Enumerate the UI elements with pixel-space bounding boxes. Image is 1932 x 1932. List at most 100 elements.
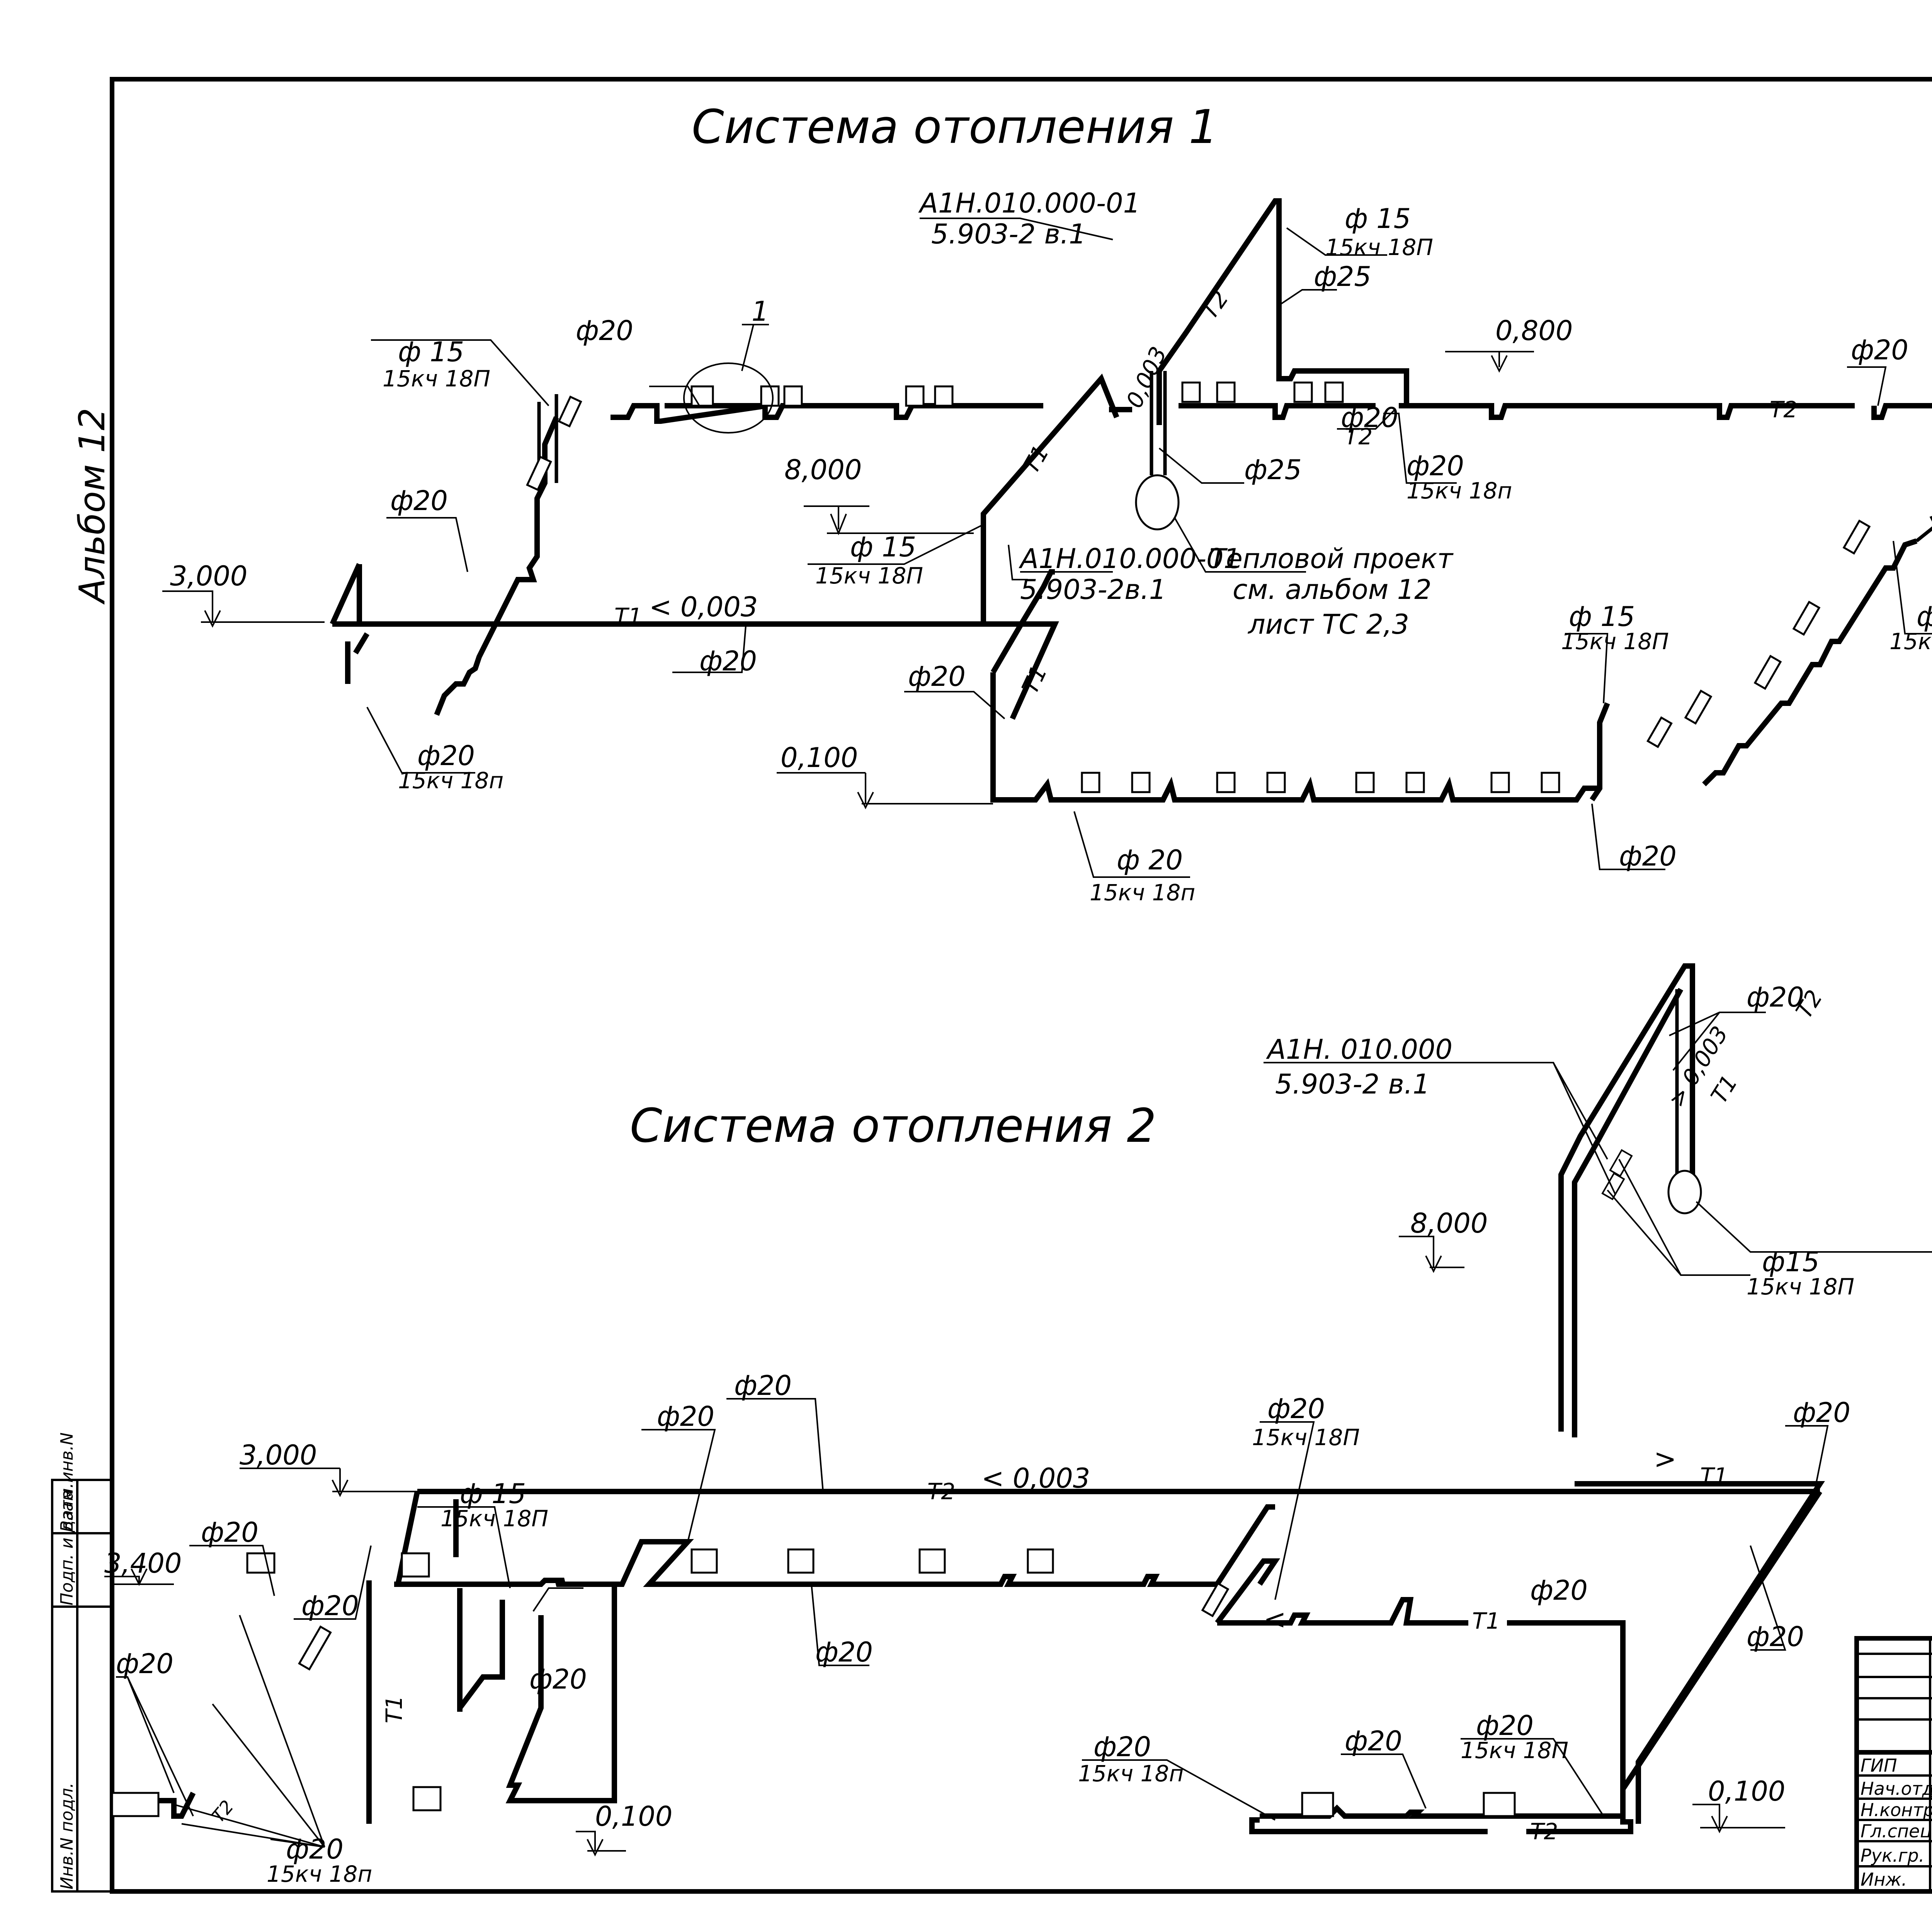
s2-label-d15-left-sub: 15кч 18П xyxy=(440,1505,548,1532)
s2-label-d15: ф15 xyxy=(1762,1246,1820,1278)
s2-label-arrow-right: > xyxy=(1654,1443,1677,1475)
s1-heat-point-riser xyxy=(1150,371,1167,475)
s1-upper-radiators xyxy=(690,381,1344,407)
s2-label-t1-lower: Т1 xyxy=(1472,1608,1500,1634)
s1-detail-callout-circle xyxy=(683,362,774,434)
s2-label-t1-right: Т1 xyxy=(1700,1463,1728,1489)
radiator xyxy=(1181,381,1201,403)
s2-label-d20-riser: ф20 xyxy=(1747,981,1804,1013)
s2-label-d20-top: ф20 xyxy=(734,1370,792,1401)
s1-label-d20-bottom-right: ф20 xyxy=(1619,840,1677,872)
elevation-mark xyxy=(1445,351,1534,373)
s2-leaders xyxy=(104,1012,1932,1857)
radiator xyxy=(1216,772,1236,793)
radiator xyxy=(1266,772,1286,793)
role-label: Н.контр. xyxy=(1861,1799,1932,1820)
s1-label-d25-mid: ф25 xyxy=(1244,454,1302,486)
leader xyxy=(904,691,1005,719)
s1-label-elev-0100-bottom: 0,100 xyxy=(781,742,858,774)
s2-t1-diagonal-pipe xyxy=(1215,1558,1281,1625)
leader xyxy=(386,517,468,572)
s1-label-d15-left-sub: 15кч 18П xyxy=(383,366,490,392)
leader xyxy=(532,1587,583,1612)
s2-label-elev-3000: 3,000 xyxy=(240,1439,317,1471)
leader xyxy=(920,218,1113,240)
margin-stamp-signature-date: Подп. и дата xyxy=(57,1490,77,1605)
s2-riser-t2 xyxy=(1558,963,1695,1432)
s2-left-riser-pipe xyxy=(366,1491,617,1824)
s2-label-t2-bottom: Т2 xyxy=(1530,1818,1558,1845)
s2-label-d20-valves-left-sub: 15кч 18п xyxy=(267,1861,372,1887)
leader xyxy=(1893,541,1932,634)
s1-label-a1h-top: А1Н.010.000-01 xyxy=(918,187,1140,219)
s1-diagonal-radiators xyxy=(526,395,1871,748)
radiator xyxy=(1646,716,1673,748)
s2-radiator-row-pipe xyxy=(394,1504,1275,1587)
s1-bottom-radiators xyxy=(1081,772,1560,793)
radiator xyxy=(1792,600,1821,636)
elevation-mark xyxy=(1399,1236,1464,1273)
s2-label-arrow-left: < xyxy=(1264,1604,1286,1635)
s2-label-d20-valves-left: ф20 xyxy=(286,1833,344,1865)
stamp-box xyxy=(1854,1636,1932,1894)
s2-label-d15-left: ф 15 xyxy=(460,1478,526,1510)
s2-label-d15-sub: 15кч 18П xyxy=(1747,1274,1854,1300)
s1-label-d15-left: ф 15 xyxy=(398,336,464,368)
s2-label-d20-riser-left: ф20 xyxy=(529,1663,587,1695)
s1-label-d20-bottom-valve: ф 20 xyxy=(1117,844,1183,876)
s2-label-d20-mid: ф20 xyxy=(657,1401,714,1432)
radiator xyxy=(1355,772,1375,793)
s1-label-d15-right-sub: 15кч 18П xyxy=(1561,628,1669,655)
s1-label-elev-0800: 0,800 xyxy=(1495,315,1573,347)
elevation-mark xyxy=(162,590,325,628)
s1-label-d15-center: ф 15 xyxy=(850,531,916,563)
s1-heat-point-node xyxy=(1135,474,1180,531)
radiator xyxy=(401,1552,430,1578)
leader xyxy=(1264,1062,1616,1194)
s1-callout-node: 1 xyxy=(752,296,769,327)
s2-label-d20-valve-top-sub: 15кч 18П xyxy=(1252,1424,1360,1451)
leader xyxy=(1008,544,1028,580)
radiator xyxy=(760,385,780,407)
s2-t1-lower-pipe xyxy=(1217,1597,1626,1777)
radiator xyxy=(1216,381,1236,403)
s1-label-d15-top-sub: 15кч 18П xyxy=(1325,234,1433,260)
leader xyxy=(808,525,982,565)
leader xyxy=(1750,1545,1786,1651)
s1-label-t2-main: Т2 xyxy=(1770,396,1798,423)
s2-label-elev-0100-right: 0,100 xyxy=(1708,1776,1785,1807)
elevation-mark xyxy=(576,1831,626,1857)
s1-label-d20-bl: ф20 xyxy=(417,740,475,772)
radiator xyxy=(412,1786,442,1811)
leader xyxy=(1174,517,1306,573)
s1-label-heat-project-2: см. альбом 12 xyxy=(1233,574,1432,605)
s2-label-a1h: А1Н. 010.000 xyxy=(1266,1034,1452,1065)
s2-label-d20-bottom-left: ф20 xyxy=(1094,1731,1151,1763)
s2-label-d20-bottom-right: ф20 xyxy=(1476,1710,1534,1742)
s2-heat-point-node xyxy=(1667,1170,1702,1214)
s2-label-d20-diag-right: ф20 xyxy=(1747,1621,1804,1653)
s1-label-d20-lower-left: ф20 xyxy=(908,661,966,692)
margin-stamp-box xyxy=(51,1479,113,1893)
radiator xyxy=(1027,1548,1054,1574)
system-1-title: Система отопления 1 xyxy=(692,100,1218,154)
s1-label-heat-project-3: лист ТС 2,3 xyxy=(1247,609,1409,640)
elevation-mark xyxy=(804,505,974,536)
radiator xyxy=(1842,519,1871,555)
radiator xyxy=(1541,772,1560,793)
s1-right-zigzag-riser xyxy=(1915,516,1932,543)
system-2: Система отопления 2 xyxy=(104,963,1932,1887)
s1-label-d15-right: ф 15 xyxy=(1569,601,1635,633)
s2-label-t1-riser: Т1 xyxy=(1706,1070,1743,1108)
radiator xyxy=(787,1548,815,1574)
leader xyxy=(1669,1012,1766,1071)
leader xyxy=(116,1676,194,1816)
s2-label-d20-bottom-right-sub: 15кч 18П xyxy=(1461,1737,1568,1764)
leader xyxy=(189,1545,275,1596)
title-block: Привязан Инв. N° ТП 903-1 - 278.90 ОВ ГИ… xyxy=(1854,1636,1932,1894)
s2-label-slope-main: < 0,003 xyxy=(981,1463,1090,1494)
s1-label-elev-8000: 8,000 xyxy=(784,454,862,486)
radiator xyxy=(1753,655,1782,690)
leader xyxy=(1565,633,1609,704)
